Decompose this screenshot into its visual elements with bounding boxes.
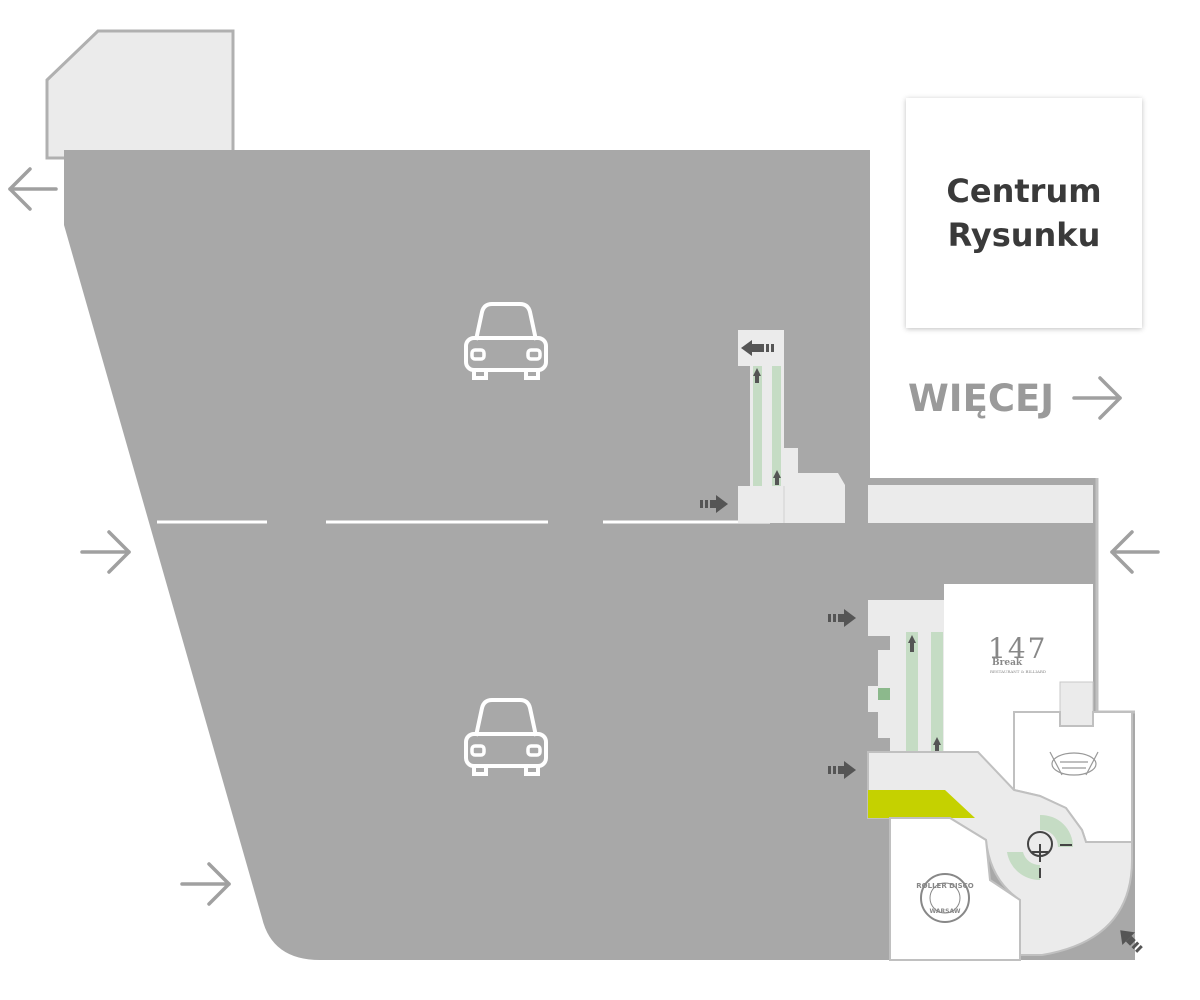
highlighted-zone[interactable] — [868, 790, 975, 818]
svg-text:147: 147 — [988, 632, 1047, 665]
escalator-arrow-icon — [773, 470, 781, 485]
restaurant-logo — [1049, 751, 1099, 776]
svg-text:WARSAW: WARSAW — [930, 908, 961, 915]
tenant-147-break[interactable] — [944, 584, 1093, 790]
info-point-icon[interactable] — [1007, 814, 1073, 881]
entrance-arrow-icon[interactable] — [180, 862, 231, 906]
service-room — [1059, 681, 1094, 727]
svg-text:ROLLER DISCO: ROLLER DISCO — [916, 882, 973, 890]
service-strip — [868, 485, 1093, 523]
building-wall-outline — [1095, 478, 1135, 714]
svg-text:RESTAURANT & BILLIARD: RESTAURANT & BILLIARD — [990, 669, 1046, 674]
tenant-roller-disco[interactable] — [889, 817, 1021, 961]
escalator-arrow-icon — [741, 340, 774, 356]
info-box: Centrum Rysunku — [906, 98, 1142, 328]
arrow-right-icon — [1072, 376, 1122, 420]
escalator-upper[interactable] — [738, 330, 845, 523]
info-box-title-line2: Rysunku — [947, 216, 1101, 254]
corner-building — [45, 29, 235, 160]
147-break-logo: 147 Break RESTAURANT & BILLIARD — [988, 632, 1047, 674]
escalator-arrow-icon — [753, 368, 761, 383]
info-box-title-line1: Centrum — [946, 172, 1102, 210]
entrance-arrow-icon[interactable] — [1110, 530, 1160, 574]
escalator-lower[interactable] — [868, 600, 944, 753]
elevator-icon — [878, 688, 890, 700]
more-link[interactable]: WIĘCEJ — [908, 372, 1124, 424]
entrance-arrow-icon — [1120, 930, 1143, 953]
more-link-label: WIĘCEJ — [908, 376, 1055, 420]
svg-text:Break: Break — [992, 658, 1023, 668]
roller-disco-logo: ROLLER DISCO WARSAW — [916, 873, 974, 923]
exit-arrow-icon[interactable] — [8, 167, 58, 211]
escalator-arrow-icon — [908, 635, 916, 652]
escalator-arrow-icon — [933, 737, 941, 753]
entrance-arrow-icon[interactable] — [80, 530, 131, 574]
